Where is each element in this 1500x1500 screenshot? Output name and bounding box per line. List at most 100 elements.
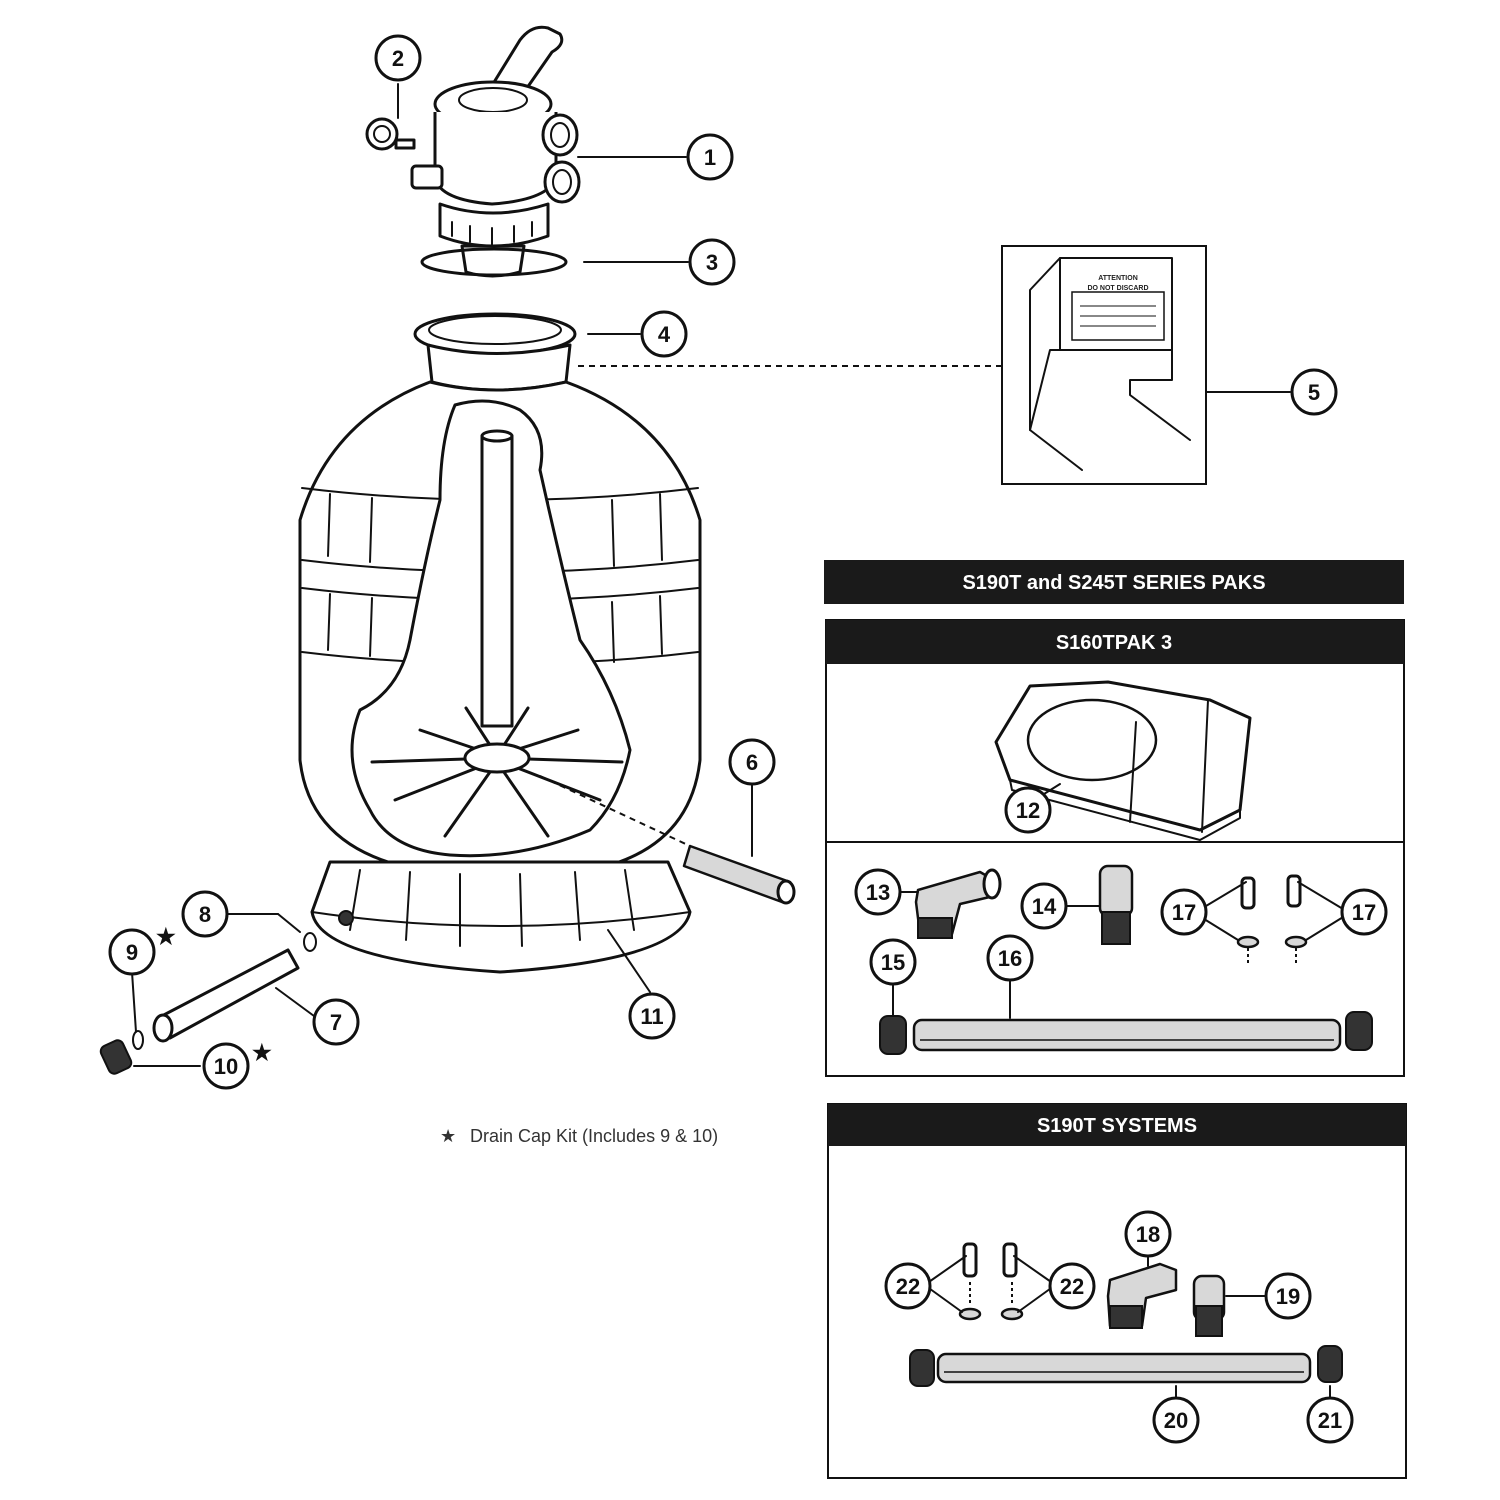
series-paks-bar	[824, 560, 1404, 604]
callout-circle	[728, 738, 776, 786]
air-relief-tube	[682, 844, 796, 905]
s160tpak3-bar	[826, 620, 1404, 664]
systems-bar	[828, 1104, 1406, 1146]
callout-number: 9	[126, 940, 138, 965]
callout-circle	[1290, 368, 1338, 416]
callout-circle	[108, 928, 156, 976]
callout-circle	[688, 238, 736, 286]
systems-title: S190T SYSTEMS	[1037, 1115, 1197, 1137]
tube-dashed-leader	[539, 775, 691, 847]
callout-number: 6	[746, 750, 758, 775]
callout-4: 4	[640, 310, 688, 358]
callout-number: 1	[704, 145, 716, 170]
callout-circle	[1152, 1396, 1200, 1444]
callout-9: 9	[108, 928, 156, 976]
callout-number: 22	[896, 1274, 920, 1299]
callout-number: 21	[1318, 1408, 1342, 1433]
nut-16-left	[879, 1015, 907, 1055]
sign-line-2: DO NOT DISCARD	[1087, 285, 1148, 292]
callout-circle	[686, 133, 734, 181]
callout-22: 22	[1048, 1262, 1096, 1310]
series-paks-title: S190T and S245T SERIES PAKS	[962, 572, 1265, 594]
warning-sign-box: ATTENTION DO NOT DISCARD	[1001, 245, 1207, 485]
systems-leaders	[925, 1251, 1331, 1401]
leader-lines	[131, 83, 1291, 1067]
callout-number: 13	[866, 880, 890, 905]
bolt-and-washer-17-right	[1284, 874, 1308, 966]
callout-16: 16	[986, 934, 1034, 982]
callout-15: 15	[869, 938, 917, 986]
callout-circle	[869, 938, 917, 986]
callout-number: 18	[1136, 1222, 1160, 1247]
callout-18: 18	[1124, 1210, 1172, 1258]
nut-21-right	[1317, 1345, 1343, 1383]
callout-number: 15	[881, 950, 905, 975]
callout-circle	[374, 34, 422, 82]
callout-22: 22	[884, 1262, 932, 1310]
callout-number: 22	[1060, 1274, 1084, 1299]
drain-kit-note: Drain Cap Kit (Includes 9 & 10)	[470, 1126, 718, 1146]
pipe-20	[936, 1352, 1312, 1384]
multiport-valve	[410, 25, 581, 278]
callout-1: 1	[686, 133, 734, 181]
nut-21-left	[909, 1349, 935, 1387]
adapter-fitting-14	[1098, 864, 1134, 945]
callout-circle	[986, 934, 1034, 982]
drain-kit-star: ★	[440, 1126, 456, 1146]
callout-number: 12	[1016, 798, 1040, 823]
callout-20: 20	[1152, 1396, 1200, 1444]
callout-circle	[181, 890, 229, 938]
callout-number: 5	[1308, 380, 1320, 405]
callout-21: 21	[1306, 1396, 1354, 1444]
callout-circle	[1306, 1396, 1354, 1444]
callout-number: 10	[214, 1054, 238, 1079]
callout-circle	[640, 310, 688, 358]
callout-11: 11	[628, 992, 676, 1040]
callout-circle	[1160, 888, 1208, 936]
callout-circle	[884, 1262, 932, 1310]
callout-circle	[1124, 1210, 1172, 1258]
callout-10: 10	[202, 1042, 250, 1090]
callout-number: 17	[1172, 900, 1196, 925]
callout-circle	[312, 998, 360, 1046]
callout-2: 2	[374, 34, 422, 82]
callout-13: 13	[854, 868, 902, 916]
s160tpak3-title: S160TPAK 3	[1056, 632, 1172, 654]
callout-number: 16	[998, 946, 1022, 971]
callout-circle	[1340, 888, 1388, 936]
callout-6: 6	[728, 738, 776, 786]
elbow-fitting-18	[1106, 1262, 1178, 1329]
callout-number: 3	[706, 250, 718, 275]
drain-assembly	[99, 932, 317, 1075]
callout-number: 4	[658, 322, 671, 347]
callout-8: 8	[181, 890, 229, 938]
callout-7: 7	[312, 998, 360, 1046]
callout-12: 12	[1004, 786, 1052, 834]
nut-16-right	[1345, 1011, 1373, 1051]
callout-number: 19	[1276, 1284, 1300, 1309]
elbow-fitting-13	[914, 868, 1002, 939]
callout-number: 20	[1164, 1408, 1188, 1433]
base-plate	[994, 680, 1252, 841]
callout-17: 17	[1160, 888, 1208, 936]
callout-14: 14	[1020, 882, 1068, 930]
bolt-and-washer-17-left	[1236, 876, 1260, 966]
callout-circle	[1004, 786, 1052, 834]
callout-5: 5	[1290, 368, 1338, 416]
callout-circle	[1020, 882, 1068, 930]
callout-number: 7	[330, 1010, 342, 1035]
callout-number: 17	[1352, 900, 1376, 925]
callout-number: 14	[1032, 894, 1057, 919]
callout-circle	[202, 1042, 250, 1090]
callout-number: 2	[392, 46, 404, 71]
adapter-fitting-19	[1192, 1274, 1226, 1337]
callout-number: 11	[640, 1004, 663, 1029]
callout-circle	[628, 992, 676, 1040]
pressure-gauge	[365, 117, 416, 151]
callout-circle	[1048, 1262, 1096, 1310]
valve-o-ring	[420, 247, 568, 277]
callout-circle	[1264, 1272, 1312, 1320]
callout-17: 17	[1340, 888, 1388, 936]
